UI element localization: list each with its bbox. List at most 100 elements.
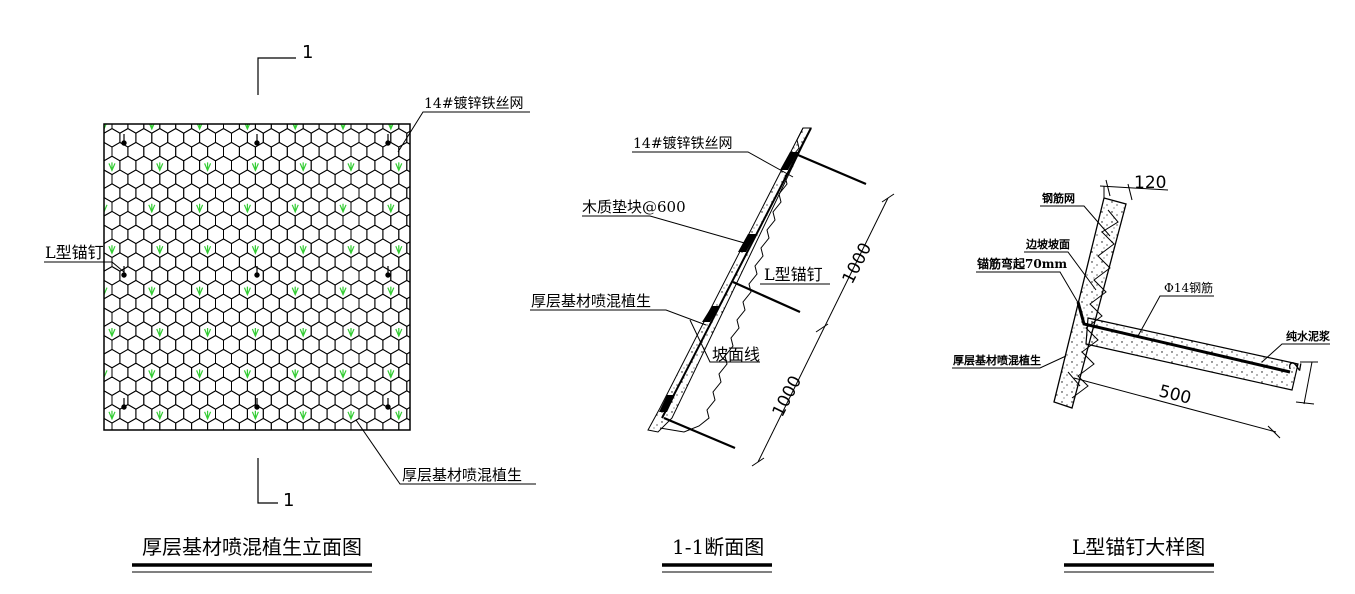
leader-slope-face (1024, 251, 1097, 291)
section-mark-top-label: 1 (302, 42, 313, 63)
anchor-bar-top (797, 153, 867, 186)
mesh-cell (254, 417, 272, 430)
label-pad: 木质垫块@600 (582, 198, 686, 216)
label-mesh-elev: 14#镀锌铁丝网 (424, 95, 524, 112)
mesh-cell (238, 417, 256, 430)
mesh-cell (104, 325, 105, 337)
mesh-cell (104, 215, 105, 226)
label-bend: 锚筋弯起70mm (977, 256, 1067, 271)
grass-tuft (196, 124, 203, 131)
mesh-cell (80, 115, 96, 133)
hex-mesh (80, 115, 410, 436)
grass-tuft (299, 245, 307, 255)
mesh-cell (143, 417, 161, 430)
elevation-border (103, 123, 411, 431)
grass-tuft (204, 410, 212, 421)
leader-rebar-mesh (1040, 205, 1111, 237)
label-slope-line: 坡面线 (712, 345, 760, 364)
mesh-cell (104, 298, 105, 309)
grass-tuft (340, 124, 346, 131)
grass-tuft (148, 286, 156, 297)
section-view: 1000 1000 14#镀锌铁丝网 木质垫块@600 L型锚钉 厚层基材喷混植… (530, 127, 895, 573)
mesh-cell (398, 417, 410, 430)
mesh-cell (104, 353, 105, 364)
anchor-head (121, 404, 127, 410)
label-anchor-section: L型锚钉 (764, 265, 823, 284)
label-cement: 纯水泥浆 (1286, 329, 1331, 343)
grass-tuft (251, 410, 259, 421)
grass-tuft (108, 410, 116, 421)
grass-tuft (251, 245, 259, 255)
grass-tuft (204, 162, 212, 172)
grass-tuft (251, 328, 259, 338)
grass-tuft (347, 245, 355, 255)
grass-tuft (196, 286, 204, 297)
grass-tuft (149, 124, 155, 131)
mesh-cell (80, 170, 96, 188)
grass-tuft (299, 162, 307, 172)
leader-mesh (397, 111, 530, 153)
grass-tuft (204, 328, 212, 338)
section-title: 1-1断面图 (672, 535, 764, 559)
grass-tuft (243, 286, 251, 297)
grass-tuft (299, 328, 307, 338)
mesh-cell (191, 417, 209, 430)
mesh-cell (80, 391, 96, 409)
section-mark-bottom (257, 458, 278, 504)
anchor-bar-bottom (663, 416, 736, 450)
grass-tuft (291, 286, 299, 297)
detail-title: L型锚钉大样图 (1072, 535, 1205, 559)
anchor-head (254, 140, 260, 146)
mesh-cell (366, 417, 384, 430)
mesh-cell (111, 417, 129, 430)
wood-pad (659, 395, 675, 412)
grass-tuft (387, 286, 395, 297)
label-mesh-section: 14#镀锌铁丝网 (633, 135, 733, 152)
leader-cement (1261, 343, 1330, 363)
mesh-cell (159, 417, 177, 430)
elevation-view: 1 1 14#镀锌铁丝网 L型锚钉 厚层基材喷混植生 厚层基材喷混植生立面图 (44, 42, 536, 573)
dimension-line (751, 193, 895, 467)
rebar-mesh-zigzag (1071, 209, 1119, 399)
mesh-cell (382, 417, 400, 430)
anchor-head (121, 140, 127, 146)
anchor-head (385, 404, 391, 410)
grass-tuft (388, 124, 394, 131)
mesh-cell (104, 187, 105, 199)
grass-tuft (156, 245, 164, 255)
leader-material (355, 419, 536, 485)
wood-pad (738, 234, 756, 252)
dim-small: 2 (1285, 359, 1305, 372)
anchor-head (121, 272, 127, 278)
mesh-cell (80, 418, 96, 436)
mesh-cell (80, 363, 96, 381)
grass-tuft (204, 245, 212, 255)
mesh-cell (334, 417, 352, 430)
dim-length-line (1067, 371, 1281, 439)
elevation-title: 厚层基材喷混植生立面图 (142, 535, 362, 559)
grass-tuft (339, 286, 347, 297)
wood-pads (659, 152, 798, 412)
grass-tuft (243, 203, 251, 214)
mesh-cell (80, 308, 96, 326)
dim-length: 500 (1157, 381, 1193, 408)
anchor-head (254, 272, 260, 278)
label-material-detail: 厚层基材喷混植生 (953, 353, 1041, 367)
label-slope-face: 边坡坡面 (1025, 237, 1070, 251)
anchor-symbols (121, 134, 391, 410)
leader-material-section (530, 309, 707, 326)
grass-tuft (395, 410, 403, 421)
grass-tuft (243, 369, 251, 379)
grass-tuft (104, 286, 108, 297)
grass-tuft (387, 203, 395, 214)
mesh-cell (80, 336, 96, 354)
mesh-cell (104, 270, 105, 281)
anchor-head (385, 272, 391, 278)
grass-tuft (291, 369, 299, 379)
detail-view: 120 500 2 钢筋网 边坡坡面 锚筋弯起70mm Φ14钢筋 纯水泥浆 厚… (952, 173, 1331, 573)
anchor-head (254, 404, 260, 410)
grass-tuft (291, 203, 299, 214)
grass-tuft (196, 369, 204, 379)
leader-slope-line (689, 319, 760, 363)
